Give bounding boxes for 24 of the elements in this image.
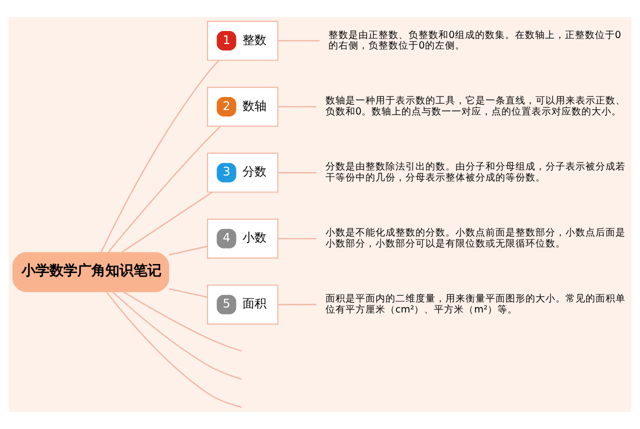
node-text: 小数是不能化成整数的分数。小数点前面是整数部分，小数点后面是小数部分，小数部分可以是有限位数或无限循环位数。 (325, 228, 626, 250)
node-text: 面积是平面内的二维度量，用来衡量平面图形的大小。常见的面积单位有平方厘米（cm²）、平方米（m²）等。 (325, 294, 626, 316)
connector (108, 126, 221, 253)
connector (278, 40, 320, 42)
connector (122, 291, 242, 352)
connector (278, 304, 316, 306)
connector (100, 60, 220, 253)
node-box: 2 数轴 (207, 86, 278, 127)
node-text: 数轴是一种用于表示数的工具，它是一条直线，可以用来表示正数、负数和0。数轴上的点与数一一对应，点的位置表示对应数的大小。 (325, 96, 626, 118)
connector (278, 172, 316, 174)
node-box: 1 整数 (207, 20, 278, 61)
node-box: 小学数学广角知识笔记 (12, 252, 170, 292)
connector (106, 291, 242, 408)
connector (278, 238, 316, 240)
node-box: 4 小数 (207, 218, 278, 259)
node-text: 整数是由正整数、负整数和0组成的数集。在数轴上，正整数位于0的右侧，负整数位于0的左侧。 (328, 30, 622, 52)
connector (112, 291, 242, 380)
connector (168, 288, 208, 298)
node-box: 3 分数 (207, 152, 278, 193)
node-box: 5 面积 (207, 284, 278, 325)
node-text: 分数是由整数除法引出的数。由分子和分母组成，分子表示被分成若干等份中的几份，分母表示整体被分成的等份数。 (325, 162, 626, 184)
connector (278, 106, 316, 108)
connector (168, 246, 208, 256)
connector (121, 192, 212, 254)
